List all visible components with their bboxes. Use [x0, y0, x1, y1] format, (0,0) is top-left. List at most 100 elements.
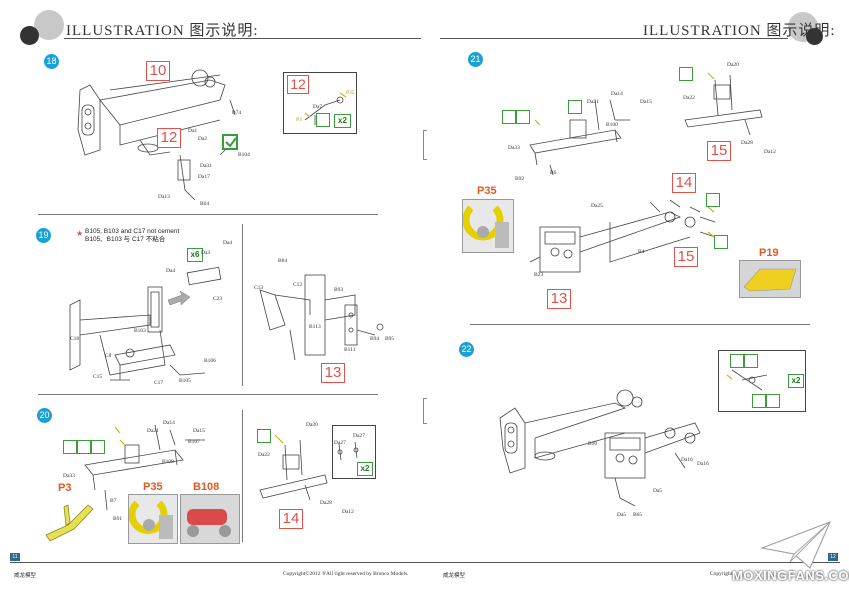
part-label: B100 — [606, 122, 618, 128]
part-label: C12 — [293, 282, 303, 288]
step-18-callout-12: 12 — [157, 128, 181, 148]
part-label: Da12 — [342, 509, 354, 515]
part-photo-label-p35: P35 — [143, 481, 163, 493]
step-18-inset-callout-12: 12 — [287, 75, 309, 94]
part-label: C15 — [93, 374, 103, 380]
part-label: Da17 — [198, 174, 210, 180]
part-label: Da20 — [727, 62, 739, 68]
step-20-vertical-divider — [242, 410, 243, 542]
step-21-callout-14: 14 — [672, 173, 696, 193]
part-label: B90 — [588, 441, 598, 447]
right-page-title: ILLUSTRATION 图示说明: — [643, 23, 836, 39]
part-photo-p35 — [462, 199, 514, 253]
part-label: B6 — [550, 170, 557, 176]
footer-brand-mid: 威龙模型 — [443, 573, 466, 579]
cement-icon — [316, 113, 330, 127]
step-22-badge: 22 — [459, 342, 474, 357]
part-label: B106 — [204, 358, 216, 364]
step-18-diagram — [77, 69, 238, 201]
part-label: Da27 — [334, 440, 346, 446]
step-19-note-en: B105, B103 and C17 not cement — [85, 228, 180, 235]
cement-icon — [568, 100, 582, 114]
footer-brand-left: 威龙模型 — [14, 573, 37, 579]
step-20-callout-14: 14 — [279, 509, 303, 529]
part-label: B65 — [633, 512, 643, 518]
step-19-badge: 19 — [36, 228, 51, 243]
cement-icon — [63, 440, 77, 454]
part-label: Da3 — [201, 250, 211, 256]
step-21-diagram-bottom — [529, 199, 716, 273]
cement-icon — [766, 394, 780, 408]
part-label: Da16 — [697, 461, 709, 467]
paper-plane-logo — [760, 521, 831, 569]
part-label: C8 — [105, 353, 112, 359]
part-label: Da33 — [508, 145, 520, 151]
part-label: Da14 — [611, 91, 623, 97]
left-header-rule — [64, 38, 421, 39]
part-label: B104 — [238, 152, 250, 158]
part-label: Da7 — [313, 104, 323, 110]
cement-icon — [679, 67, 693, 81]
part-label: Da12 — [764, 149, 776, 155]
footer-rule — [10, 562, 840, 563]
gutter-mark — [423, 398, 427, 424]
part-label: Da22 — [258, 452, 270, 458]
header-right-circle-dark — [806, 28, 823, 45]
part-label: Da28 — [320, 500, 332, 506]
part-label: Da5 — [617, 512, 627, 518]
part-label: Da15 — [640, 99, 652, 105]
part-label: B92 — [515, 176, 525, 182]
part-label: Da25 — [591, 203, 603, 209]
part-label: Da2 — [198, 136, 208, 142]
step-21-badge: 21 — [468, 52, 483, 67]
step-19-x6-badge: x6 — [187, 248, 203, 262]
part-label: Da22 — [683, 95, 695, 101]
step-separator — [38, 214, 378, 215]
part-photo-b108 — [180, 494, 240, 544]
header-left-circle-dark — [20, 26, 39, 45]
step-19-diagram-left — [69, 266, 222, 381]
step-21-diagram-top — [529, 99, 630, 176]
step-19-diagram-right — [259, 274, 384, 361]
cement-icon — [714, 235, 728, 249]
cement-icon — [730, 354, 744, 368]
step-18-callout-10: 10 — [146, 61, 170, 81]
part-label: B7 — [110, 498, 117, 504]
part-label: Da21 — [587, 99, 599, 105]
part-label: Da31 — [200, 163, 212, 169]
part-label: B95 — [385, 336, 395, 342]
part-label: B4 — [638, 249, 645, 255]
step-21-callout-15-bottom: 15 — [674, 247, 698, 267]
step-18-inset-drawing — [304, 92, 347, 125]
step-20-diagram-left — [84, 424, 205, 511]
step-19-note-cn: B105、B103 与 C17 不粘合 — [85, 236, 166, 243]
step-separator — [470, 324, 810, 325]
left-page-title: ILLUSTRATION 图示说明: — [66, 23, 259, 39]
part-label: C17 — [154, 380, 164, 386]
cement-icon — [502, 110, 516, 124]
part-label: Da13 — [158, 194, 170, 200]
step-22-inset-drawing — [726, 369, 768, 391]
part-label: Da14 — [163, 420, 175, 426]
cement-icon — [706, 193, 720, 207]
part-label: Da27 — [353, 433, 365, 439]
do-not-cement-star-icon: ★ — [76, 229, 84, 238]
part-label: B103 — [134, 328, 146, 334]
part-label: Da21 — [147, 428, 159, 434]
part-label: P35 — [346, 90, 355, 96]
part-photo-p19 — [739, 260, 801, 298]
cement-icon — [257, 429, 271, 443]
part-label: B108 — [162, 459, 174, 465]
part-label: C18 — [70, 336, 80, 342]
part-label: C23 — [213, 296, 223, 302]
step-20-badge: 20 — [37, 408, 52, 423]
part-photo-label-p19: P19 — [759, 247, 779, 259]
step-21-callout-13: 13 — [547, 289, 571, 309]
step-18-badge: 18 — [44, 54, 59, 69]
page-number-left: 11 — [10, 553, 20, 561]
part-label: B74 — [232, 110, 242, 116]
part-photo-label-b108: B108 — [193, 481, 220, 493]
part-label: B105 — [179, 378, 191, 384]
step-21-callout-15-top: 15 — [707, 141, 731, 161]
part-label: B107 — [188, 439, 200, 445]
